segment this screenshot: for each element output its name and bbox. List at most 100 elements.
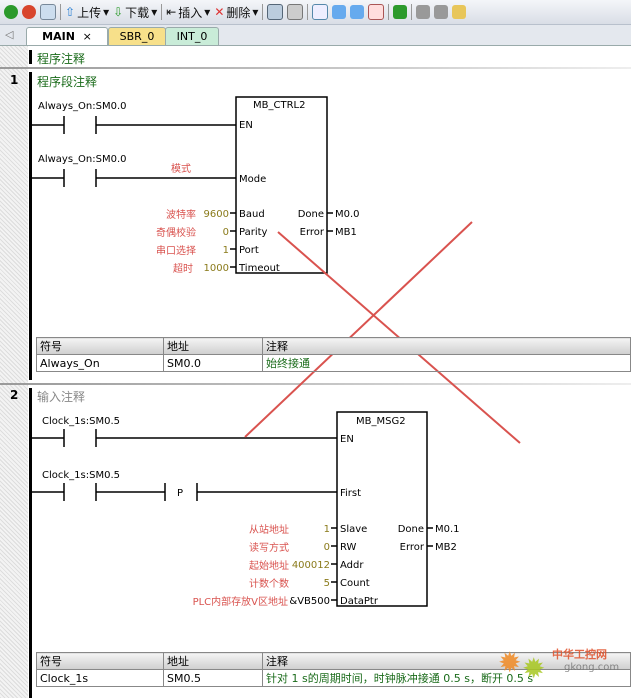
operand-baud[interactable]: 9600	[204, 209, 229, 220]
scroll-left-icon[interactable]: ◁	[5, 28, 14, 41]
pin-done: Done	[298, 209, 324, 220]
gear-icon: ✹	[522, 652, 546, 685]
operand-parity[interactable]: 0	[223, 227, 229, 238]
pin-slave: Slave	[340, 524, 367, 535]
stop-icon[interactable]	[22, 5, 36, 19]
network-comment[interactable]: 程序段注释	[37, 75, 98, 89]
close-icon[interactable]: ×	[82, 30, 92, 43]
watermark: ✹ ✹ 中华工控网 gkong.com	[498, 644, 628, 685]
network-number: 2	[10, 388, 19, 402]
goto-icon[interactable]	[393, 5, 408, 19]
contact-always-on-mode[interactable]	[32, 169, 236, 187]
box-icon[interactable]	[312, 4, 329, 20]
tab-main[interactable]: MAIN ×	[26, 27, 108, 45]
operand-done[interactable]: M0.0	[335, 209, 360, 220]
symbol-cell: Always_On	[36, 354, 164, 372]
left-power-rail	[29, 72, 32, 380]
pin-error: Error	[300, 227, 325, 238]
divider	[0, 383, 631, 385]
contact-label: Always_On:SM0.0	[38, 101, 127, 112]
col-address: 地址	[163, 652, 263, 670]
pin-parity: Parity	[239, 227, 268, 238]
program-comment[interactable]: 程序注释	[37, 52, 86, 66]
comment-cell: 始终接通	[262, 354, 631, 372]
tab-int0[interactable]: INT_0	[165, 27, 219, 45]
positive-edge-label: P	[177, 488, 183, 499]
annotation-slave: 从站地址	[249, 523, 289, 536]
clear-icon[interactable]	[368, 4, 385, 20]
rail	[29, 50, 32, 64]
block-name: MB_MSG2	[356, 416, 406, 427]
annotation-baud: 波特率	[166, 208, 196, 221]
col-symbol: 符号	[36, 337, 164, 355]
red-cross-mark	[244, 221, 521, 444]
forward-icon[interactable]	[350, 5, 365, 19]
operand-slave[interactable]: 1	[324, 524, 330, 535]
delete-button[interactable]: ✕删除 ▾	[214, 5, 259, 20]
download-button[interactable]: ⇩下载 ▾	[113, 5, 158, 20]
operand-done[interactable]: M0.1	[435, 524, 460, 535]
pin-count: Count	[340, 578, 370, 589]
contact-clock[interactable]	[32, 429, 337, 447]
contact-label: Clock_1s:SM0.5	[42, 416, 120, 427]
operand-error[interactable]: MB1	[335, 227, 357, 238]
annotation-port: 串口选择	[156, 244, 196, 257]
block-name: MB_CTRL2	[253, 100, 305, 111]
annotation-dataptr: PLC内部存放V区地址	[193, 595, 288, 608]
back-icon[interactable]	[332, 5, 347, 19]
lock-icon[interactable]	[416, 5, 431, 19]
contact-always-on[interactable]	[32, 116, 236, 134]
symbol-cell: Clock_1s	[36, 669, 164, 687]
operand-error[interactable]: MB2	[435, 542, 457, 553]
network2-icon[interactable]	[287, 4, 304, 20]
annotation-rw: 读写方式	[249, 541, 289, 554]
watermark-url: gkong.com	[564, 662, 620, 673]
pin-error: Error	[400, 542, 425, 553]
network-icon[interactable]	[267, 4, 284, 20]
operand-rw[interactable]: 0	[324, 542, 330, 553]
tab-sbr0[interactable]: SBR_0	[108, 27, 166, 45]
pin-done: Done	[398, 524, 424, 535]
col-comment: 注释	[262, 337, 631, 355]
compile-icon[interactable]	[40, 4, 56, 20]
mb-ctrl2-block[interactable]	[235, 96, 328, 274]
col-comment: 注释	[262, 652, 631, 670]
pin-port: Port	[239, 245, 259, 256]
arrow-down-icon: ⇩	[113, 5, 124, 19]
run-icon[interactable]	[4, 5, 18, 19]
upload-button[interactable]: ⇧上传 ▾	[65, 5, 110, 20]
pin-first: First	[340, 488, 361, 499]
col-symbol: 符号	[36, 652, 164, 670]
annotation-parity: 奇偶校验	[156, 226, 196, 239]
unlock-icon[interactable]	[434, 5, 449, 19]
pin-en: EN	[239, 120, 253, 131]
mb-msg2-block[interactable]	[336, 411, 428, 607]
add-lock-icon[interactable]	[452, 5, 467, 19]
contact-label: Always_On:SM0.0	[38, 154, 127, 165]
pin-baud: Baud	[239, 209, 265, 220]
col-address: 地址	[163, 337, 263, 355]
operand-dataptr[interactable]: &VB500	[289, 596, 330, 607]
network-comment[interactable]: 输入注释	[37, 390, 86, 404]
annotation-mode: 模式	[171, 162, 191, 175]
contact-clock-first[interactable]	[32, 483, 337, 501]
pin-en: EN	[340, 434, 354, 445]
insert-icon: ⇤	[166, 5, 177, 19]
operand-port[interactable]: 1	[223, 245, 229, 256]
insert-button[interactable]: ⇤插入 ▾	[166, 5, 211, 20]
toolbar: ⇧上传 ▾ ⇩下载 ▾ ⇤插入 ▾ ✕删除 ▾	[0, 0, 631, 25]
gear-icon: ✹	[498, 646, 522, 679]
operand-timeout[interactable]: 1000	[204, 263, 229, 274]
operand-addr[interactable]: 400012	[292, 560, 330, 571]
address-cell: SM0.0	[163, 354, 263, 372]
address-cell: SM0.5	[163, 669, 263, 687]
operand-count[interactable]: 5	[324, 578, 330, 589]
left-power-rail	[29, 388, 32, 698]
watermark-text: 中华工控网	[552, 648, 607, 661]
pin-dataptr: DataPtr	[340, 596, 379, 607]
